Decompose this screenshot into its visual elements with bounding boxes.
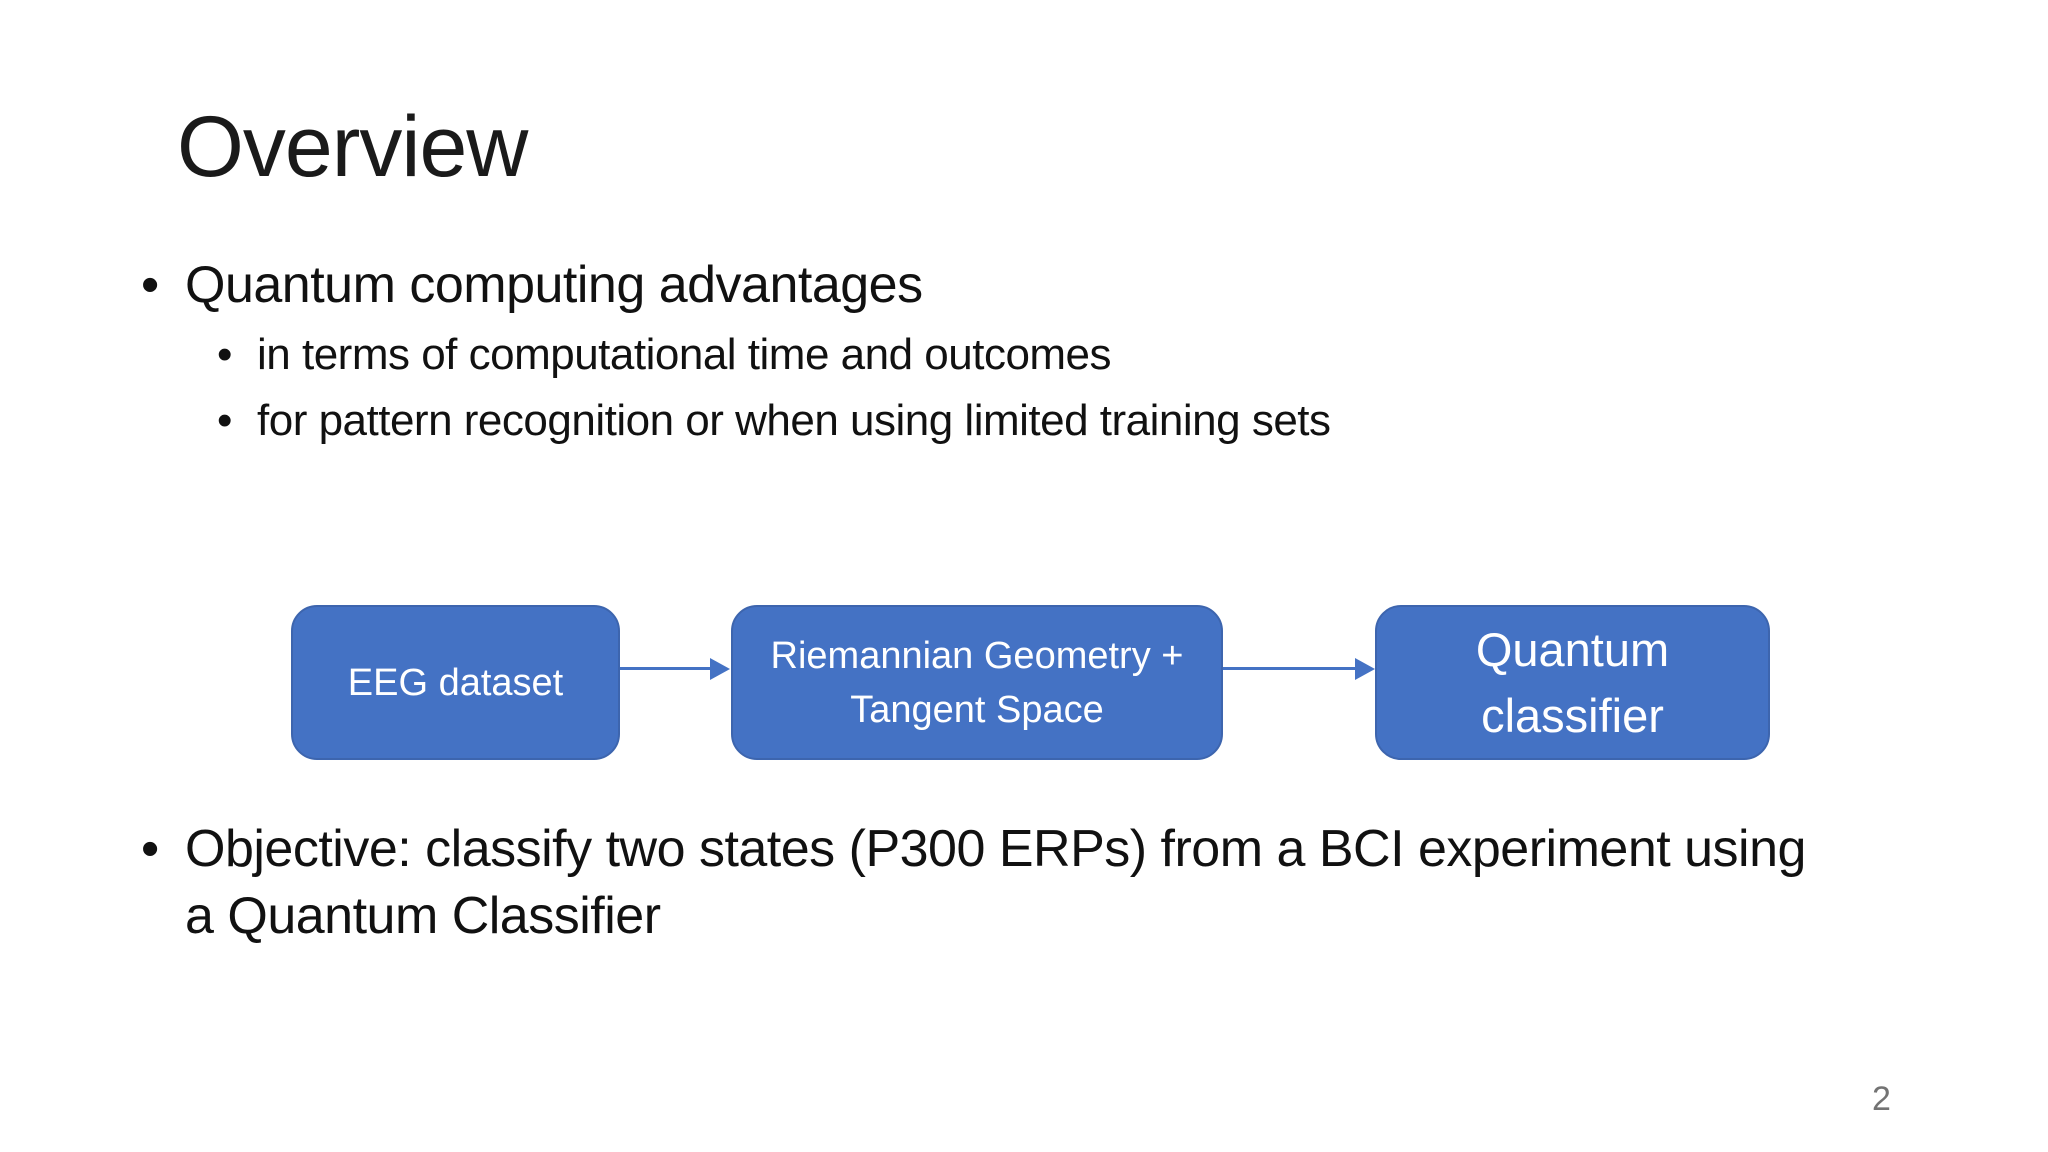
objective-line-1: Objective: classify two states (P300 ERP…	[185, 820, 1806, 878]
bullet-objective: • Objective: classify two states (P300 E…	[0, 816, 1806, 950]
diagram-node-eeg-dataset: EEG dataset	[291, 605, 620, 760]
bullet-main: • Quantum computing advantages	[0, 252, 923, 318]
bullet-main-text: Quantum computing advantages	[185, 256, 923, 314]
node-label: Tangent Space	[850, 688, 1104, 731]
bullet-dot-icon: •	[217, 330, 232, 379]
page-number: 2	[1872, 1080, 1891, 1118]
sub-bullet-2-text: for pattern recognition or when using li…	[257, 396, 1331, 445]
bullet-dot-icon: •	[141, 256, 159, 314]
flow-arrow-line	[620, 667, 712, 670]
bullet-dot-icon: •	[141, 820, 159, 878]
node-label: Quantum	[1475, 622, 1670, 676]
node-label: classifier	[1481, 688, 1664, 742]
node-label: Riemannian Geometry +	[770, 634, 1184, 677]
sub-bullet-2: • for pattern recognition or when using …	[0, 391, 1331, 451]
bullet-dot-icon: •	[217, 396, 232, 445]
sub-bullet-1: • in terms of computational time and out…	[0, 325, 1112, 385]
flow-arrow-line	[1223, 667, 1357, 670]
node-label: EEG dataset	[347, 661, 564, 704]
sub-bullet-1-text: in terms of computational time and outco…	[257, 330, 1112, 379]
slide-title: Overview	[177, 99, 528, 195]
arrow-head-icon	[710, 658, 730, 680]
diagram-node-quantum-classifier: Quantum classifier	[1375, 605, 1770, 760]
bullet-objective-text: Objective: classify two states (P300 ERP…	[185, 816, 1806, 950]
diagram-node-riemannian-tangent: Riemannian Geometry + Tangent Space	[731, 605, 1223, 760]
arrow-head-icon	[1355, 658, 1375, 680]
objective-line-2: a Quantum Classifier	[185, 887, 661, 945]
